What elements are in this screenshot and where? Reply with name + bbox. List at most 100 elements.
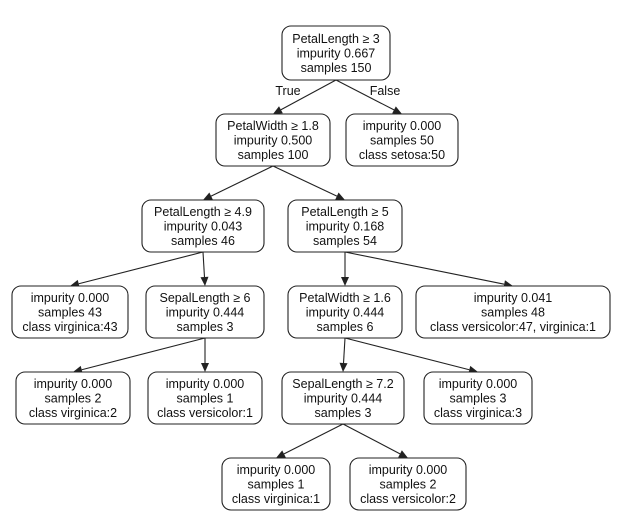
node-samples: samples 2	[380, 478, 437, 492]
node-box	[145, 285, 265, 339]
arrow-head-icon	[335, 192, 345, 200]
node-class: class versicolor:1	[157, 406, 253, 420]
node-samples: samples 2	[45, 392, 102, 406]
node-box	[15, 371, 131, 425]
node-samples: samples 3	[315, 406, 372, 420]
arrow-head-icon	[200, 276, 209, 286]
node-samples: samples 1	[248, 478, 305, 492]
node-samples: samples 3	[177, 320, 234, 334]
node-class: class versicolor:47, virginica:1	[430, 320, 596, 334]
node-samples: samples 1	[177, 392, 234, 406]
node-class: class virginica:3	[434, 406, 522, 420]
edge-n6-n10	[201, 338, 209, 372]
edge-line	[81, 337, 206, 371]
node-split-rule: PetalLength ≥ 4.9	[154, 205, 252, 219]
node-impurity: impurity 0.168	[306, 220, 385, 234]
edge-line	[202, 251, 206, 278]
node-box	[215, 113, 331, 167]
edge-line	[210, 165, 274, 197]
edge-line	[342, 423, 401, 455]
node-impurity: impurity 0.041	[474, 291, 553, 305]
edge-n3-n6	[200, 251, 209, 286]
node-box	[287, 285, 403, 339]
node-impurity: impurity 0.444	[166, 306, 245, 320]
edge-line	[78, 251, 204, 285]
arrow-head-icon	[276, 450, 286, 458]
edge-n1-n4	[272, 165, 345, 200]
edge-n0-n2: False	[335, 79, 402, 114]
node-impurity: impurity 0.000	[34, 377, 113, 391]
node-class: class virginica:1	[232, 492, 320, 506]
node-box	[349, 457, 467, 511]
edge-n0-n1: True	[273, 79, 337, 114]
edge-n7-n12	[344, 337, 478, 374]
node-impurity: impurity 0.000	[166, 377, 245, 391]
node-impurity: impurity 0.667	[297, 47, 376, 61]
edge-n6-n9	[73, 337, 206, 374]
node-samples: samples 43	[38, 306, 102, 320]
node-box	[281, 371, 405, 425]
edge-line	[342, 337, 346, 364]
edge-label-false: False	[370, 84, 401, 98]
edge-n11-n13	[276, 423, 344, 458]
node-impurity: impurity 0.000	[363, 119, 442, 133]
node-impurity: impurity 0.000	[237, 463, 316, 477]
node-class: class versicolor:2	[360, 492, 456, 506]
node-split-rule: SepalLength ≥ 7.2	[292, 377, 393, 391]
node-box	[345, 113, 459, 167]
arrow-head-icon	[273, 106, 283, 114]
node-box	[287, 199, 403, 253]
node-box	[147, 371, 263, 425]
edge-line	[344, 337, 470, 371]
node-box	[415, 285, 611, 339]
node-split-rule: PetalLength ≥ 5	[301, 205, 389, 219]
edge-n1-n3	[203, 165, 274, 200]
node-split-rule: PetalLength ≥ 3	[292, 32, 380, 46]
node-samples: samples 54	[313, 234, 377, 248]
node-class: class setosa:50	[359, 148, 445, 162]
edge-line	[344, 251, 505, 285]
node-box	[281, 25, 391, 81]
node-class: class virginica:2	[29, 406, 117, 420]
edge-n4-n7	[341, 252, 349, 286]
node-split-rule: SepalLength ≥ 6	[160, 291, 251, 305]
node-impurity: impurity 0.000	[439, 377, 518, 391]
node-impurity: impurity 0.000	[369, 463, 448, 477]
arrow-head-icon	[392, 106, 402, 114]
node-impurity: impurity 0.000	[31, 291, 110, 305]
node-samples: samples 150	[301, 61, 372, 75]
node-samples: samples 3	[450, 392, 507, 406]
node-impurity: impurity 0.500	[234, 134, 313, 148]
arrow-head-icon	[398, 450, 408, 458]
node-box	[423, 371, 533, 425]
node-impurity: impurity 0.444	[306, 306, 385, 320]
edge-label-true: True	[275, 84, 300, 98]
edge-n11-n14	[342, 423, 408, 458]
node-impurity: impurity 0.444	[304, 392, 383, 406]
node-samples: samples 100	[238, 148, 309, 162]
edge-line	[280, 79, 337, 111]
arrow-head-icon	[201, 363, 209, 372]
arrow-head-icon	[203, 192, 213, 200]
node-samples: samples 6	[317, 320, 374, 334]
arrow-head-icon	[339, 362, 348, 372]
edge-line	[283, 423, 344, 455]
node-box	[221, 457, 331, 511]
node-samples: samples 50	[370, 134, 434, 148]
node-samples: samples 48	[481, 306, 545, 320]
